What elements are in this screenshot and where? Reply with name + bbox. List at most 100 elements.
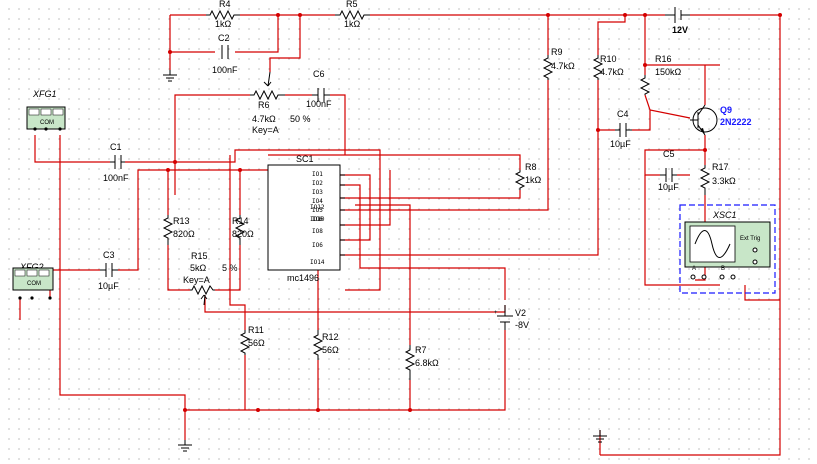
- function-generator-xfg2[interactable]: XFG2 COM: [12, 262, 54, 300]
- ic-pin: IO6: [312, 242, 323, 249]
- r8-value: 1kΩ: [525, 175, 542, 185]
- capacitor-c3[interactable]: C3 10µF: [98, 250, 119, 291]
- potentiometer-r6[interactable]: R6 4.7kΩ 50 % Key=A: [250, 71, 311, 135]
- capacitor-c1[interactable]: C1 100nF: [103, 142, 129, 183]
- q9-ref: Q9: [720, 105, 732, 115]
- r14-value: 820Ω: [232, 229, 254, 239]
- sine-wave-icon: [14, 269, 26, 277]
- r11-ref: R11: [248, 325, 264, 335]
- square-wave-icon: [38, 269, 50, 277]
- scope-screen: [689, 225, 736, 263]
- function-generator-xfg1[interactable]: XFG1 COM: [26, 89, 66, 131]
- c3-ref: C3: [103, 250, 115, 260]
- ic-pin: IO6: [312, 216, 323, 223]
- resistor-r13[interactable]: R13 820Ω: [162, 215, 195, 245]
- q9-value: 2N2222: [720, 117, 752, 127]
- oscilloscope-xsc1[interactable]: XSC1 Ext Trig A B: [679, 204, 776, 294]
- v2-value: -8V: [515, 320, 529, 330]
- r17-value: 3.3kΩ: [712, 176, 736, 186]
- ic-pin: IO4: [312, 198, 323, 205]
- xfg1-com: COM: [40, 120, 54, 126]
- c6-value: 100nF: [306, 99, 332, 109]
- potentiometer-r15[interactable]: R15 5kΩ 5 % Key=A: [183, 251, 238, 306]
- xfg2-com: COM: [27, 281, 41, 287]
- ground-symbol-right: [593, 430, 607, 443]
- c2-value: 100nF: [212, 65, 238, 75]
- r6-ref: R6: [258, 100, 270, 110]
- resistor-r7[interactable]: R7 6.8kΩ: [404, 345, 439, 380]
- ic-pin: IO12: [310, 204, 325, 211]
- r17-ref: R17: [712, 162, 729, 172]
- v2-ref: V2: [515, 308, 526, 318]
- c5-value: 10µF: [658, 182, 679, 192]
- r6-value: 4.7kΩ: [252, 114, 276, 124]
- c3-value: 10µF: [98, 281, 119, 291]
- ic-pin: IO1: [312, 171, 323, 178]
- triangle-wave-icon: [26, 269, 38, 277]
- resistor-r11[interactable]: R11 56Ω: [239, 325, 265, 355]
- r15-key: Key=A: [183, 275, 210, 285]
- ic-pin: IO10: [310, 216, 325, 223]
- r14-ref: R14: [232, 216, 249, 226]
- r6-key: Key=A: [252, 125, 279, 135]
- r16-ref: R16: [655, 54, 672, 64]
- resistor-r4[interactable]: R4 1kΩ: [206, 0, 240, 29]
- r7-value: 6.8kΩ: [415, 358, 439, 368]
- r5-value: 1kΩ: [344, 19, 361, 29]
- c4-value: 10µF: [610, 139, 631, 149]
- wires: [19, 14, 781, 456]
- xsc1-ref: XSC1: [712, 210, 737, 220]
- r15-ref: R15: [191, 251, 208, 261]
- ic-sc1[interactable]: SC1 mc1496 IO1 IO2 IO3 IO4 IO5 IO6 IO12 …: [267, 154, 345, 283]
- v2-plus: +: [494, 310, 498, 316]
- r4-value: 1kΩ: [215, 19, 232, 29]
- ic-pin: IO14: [310, 259, 325, 266]
- sine-wave-icon: [694, 230, 731, 258]
- r10-value: 4.7kΩ: [600, 67, 624, 77]
- ground-symbol-left: [178, 440, 192, 452]
- r8-ref: R8: [525, 162, 537, 172]
- c6-ref: C6: [313, 69, 325, 79]
- r7-ref: R7: [415, 345, 427, 355]
- xsc1-ext-trig: Ext Trig: [740, 236, 760, 242]
- capacitor-c4[interactable]: C4 10µF: [610, 109, 632, 149]
- xsc1-channel-b: B: [721, 266, 725, 272]
- resistor-r10[interactable]: R10 4.7kΩ: [592, 54, 624, 80]
- capacitor-c5[interactable]: C5 10µF: [658, 149, 679, 192]
- resistor-r8[interactable]: R8 1kΩ: [514, 162, 542, 190]
- ic-pin: IO2: [312, 180, 323, 187]
- ic-ref: SC1: [296, 154, 314, 164]
- triangle-wave-icon: [40, 108, 52, 116]
- ic-pin: IO5: [312, 207, 323, 214]
- ic-pin: IO3: [312, 189, 323, 196]
- ic-part: mc1496: [287, 273, 319, 283]
- v1-value: 12V: [672, 25, 688, 35]
- xfg1-ref: XFG1: [32, 89, 57, 99]
- ground-symbol-top: [163, 70, 177, 82]
- r15-value: 5kΩ: [190, 263, 207, 273]
- resistor-r17[interactable]: R17 3.3kΩ: [699, 162, 736, 195]
- c1-value: 100nF: [103, 173, 129, 183]
- resistor-r16[interactable]: R16 150kΩ: [639, 54, 682, 95]
- r4-ref: R4: [219, 0, 231, 9]
- resistor-r14[interactable]: R14 820Ω: [232, 215, 254, 245]
- c4-ref: C4: [617, 109, 629, 119]
- resistor-r12[interactable]: R12 56Ω: [312, 330, 339, 360]
- c2-ref: C2: [218, 33, 230, 43]
- battery-v1[interactable]: 12V: [665, 7, 690, 35]
- capacitor-c2[interactable]: C2 100nF: [212, 33, 238, 75]
- capacitor-c6[interactable]: C6 100nF: [306, 69, 332, 109]
- battery-v2[interactable]: + V2 -8V: [494, 305, 529, 330]
- resistor-r5[interactable]: R5 1kΩ: [335, 0, 370, 29]
- transistor-q9[interactable]: Q9 2N2222: [690, 104, 752, 136]
- scope-selection-frame: [679, 204, 776, 294]
- r13-ref: R13: [173, 216, 190, 226]
- ic-pin: IO8: [312, 228, 323, 235]
- r12-value: 56Ω: [322, 345, 339, 355]
- r5-ref: R5: [346, 0, 358, 9]
- xfg2-ref: XFG2: [19, 262, 44, 272]
- xsc1-channel-a: A: [692, 266, 696, 272]
- resistor-r9[interactable]: R9 4.7kΩ: [542, 47, 575, 80]
- junction-dots: [166, 13, 782, 412]
